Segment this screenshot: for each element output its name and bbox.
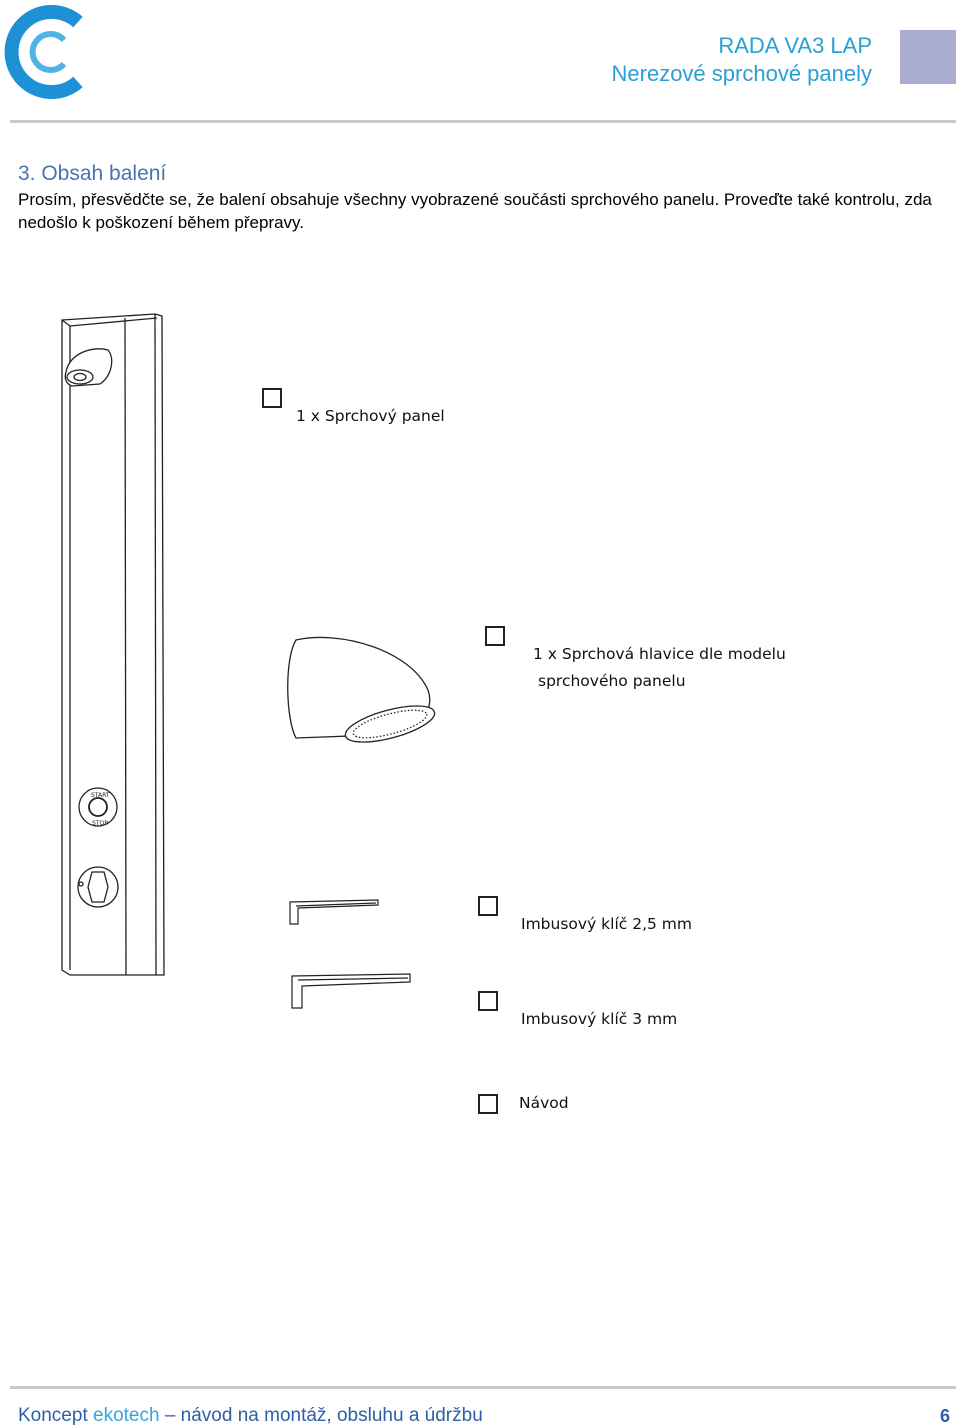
footer-divider bbox=[10, 1386, 956, 1389]
product-name: RADA VA3 LAP bbox=[718, 33, 872, 58]
stop-label: STOP bbox=[92, 820, 108, 827]
panel-checkbox[interactable] bbox=[262, 388, 282, 408]
product-subtitle: Nerezové sprchové panely bbox=[611, 61, 872, 86]
start-label: START bbox=[91, 792, 110, 799]
document-title: RADA VA3 LAP Nerezové sprchové panely bbox=[612, 32, 872, 88]
manual-item-label: Návod bbox=[519, 1094, 569, 1112]
header-decoration bbox=[900, 30, 956, 84]
shower-head-checkbox[interactable] bbox=[485, 626, 505, 646]
hex-key-3-illustration bbox=[291, 973, 411, 1009]
section-title: 3. Obsah balení bbox=[18, 162, 167, 185]
panel-item-label: 1 x Sprchový panel bbox=[296, 407, 445, 425]
section-intro: Prosím, přesvědčte se, že balení obsahuj… bbox=[18, 190, 932, 232]
hex-key-2-5-checkbox[interactable] bbox=[478, 896, 498, 916]
manual-checkbox[interactable] bbox=[478, 1094, 498, 1114]
hex-key-3-checkbox[interactable] bbox=[478, 991, 498, 1011]
hex-key-2-5-item-label: Imbusový klíč 2,5 mm bbox=[521, 915, 692, 933]
header-divider bbox=[10, 120, 956, 123]
footer-text-b: – návod na montáž, obsluhu a údržbu bbox=[159, 1405, 483, 1426]
footer-brand: ekotech bbox=[93, 1405, 160, 1426]
shower-head-item-label-line2: sprchového panelu bbox=[538, 672, 686, 690]
footer-text-a: Koncept bbox=[18, 1405, 93, 1426]
shower-head-illustration bbox=[287, 636, 436, 743]
hex-key-2-5-illustration bbox=[289, 899, 379, 925]
company-logo bbox=[4, 5, 83, 99]
page-number: 6 bbox=[940, 1406, 951, 1426]
footer-text: Koncept ekotech – návod na montáž, obslu… bbox=[18, 1404, 483, 1428]
shower-head-item-label-line1: 1 x Sprchová hlavice dle modelu bbox=[533, 645, 786, 663]
shower-panel-illustration bbox=[61, 313, 165, 976]
hex-key-3-item-label: Imbusový klíč 3 mm bbox=[521, 1010, 678, 1028]
